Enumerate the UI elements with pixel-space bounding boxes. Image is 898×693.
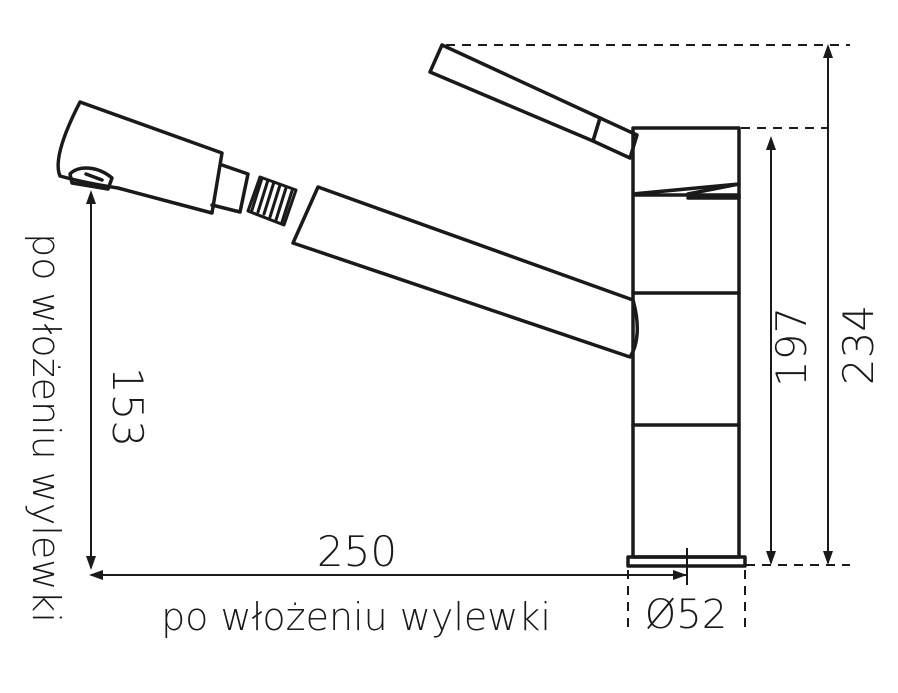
cartridge-wedge bbox=[686, 182, 741, 200]
dim-label-234: 234 bbox=[834, 305, 883, 385]
lever-collar bbox=[591, 116, 639, 160]
arrow-197-top bbox=[766, 136, 776, 150]
dim-label-197: 197 bbox=[767, 307, 816, 387]
note-horizontal: po włożeniu wylewki bbox=[161, 595, 551, 639]
dimension-arrows bbox=[86, 44, 833, 580]
cartridge-head bbox=[631, 126, 741, 196]
shower-nozzle-slot bbox=[84, 172, 104, 182]
shower-head bbox=[56, 100, 224, 215]
lever-handle bbox=[428, 43, 602, 143]
dimension-lines bbox=[90, 47, 829, 585]
arrow-197-bottom bbox=[766, 551, 776, 565]
dim-label-250: 250 bbox=[317, 527, 397, 576]
spout-spring bbox=[246, 175, 298, 227]
arrow-250-right bbox=[673, 570, 687, 580]
arrow-234-bottom bbox=[823, 551, 833, 565]
arrow-250-left bbox=[89, 570, 103, 580]
dim-label-diameter: Ø52 bbox=[645, 592, 727, 638]
shower-connector bbox=[210, 163, 250, 214]
faucet-body bbox=[631, 193, 741, 559]
spout-tube bbox=[291, 185, 639, 359]
shower-nozzle bbox=[68, 166, 114, 191]
dim-label-153: 153 bbox=[103, 367, 152, 447]
note-vertical: po włożeniu wylewki bbox=[24, 233, 68, 623]
extension-lines bbox=[446, 44, 850, 630]
arrow-153-bottom bbox=[86, 556, 96, 570]
faucet-drawing bbox=[56, 43, 747, 568]
arrow-153-top bbox=[86, 190, 96, 204]
arrow-234-top bbox=[823, 44, 833, 58]
